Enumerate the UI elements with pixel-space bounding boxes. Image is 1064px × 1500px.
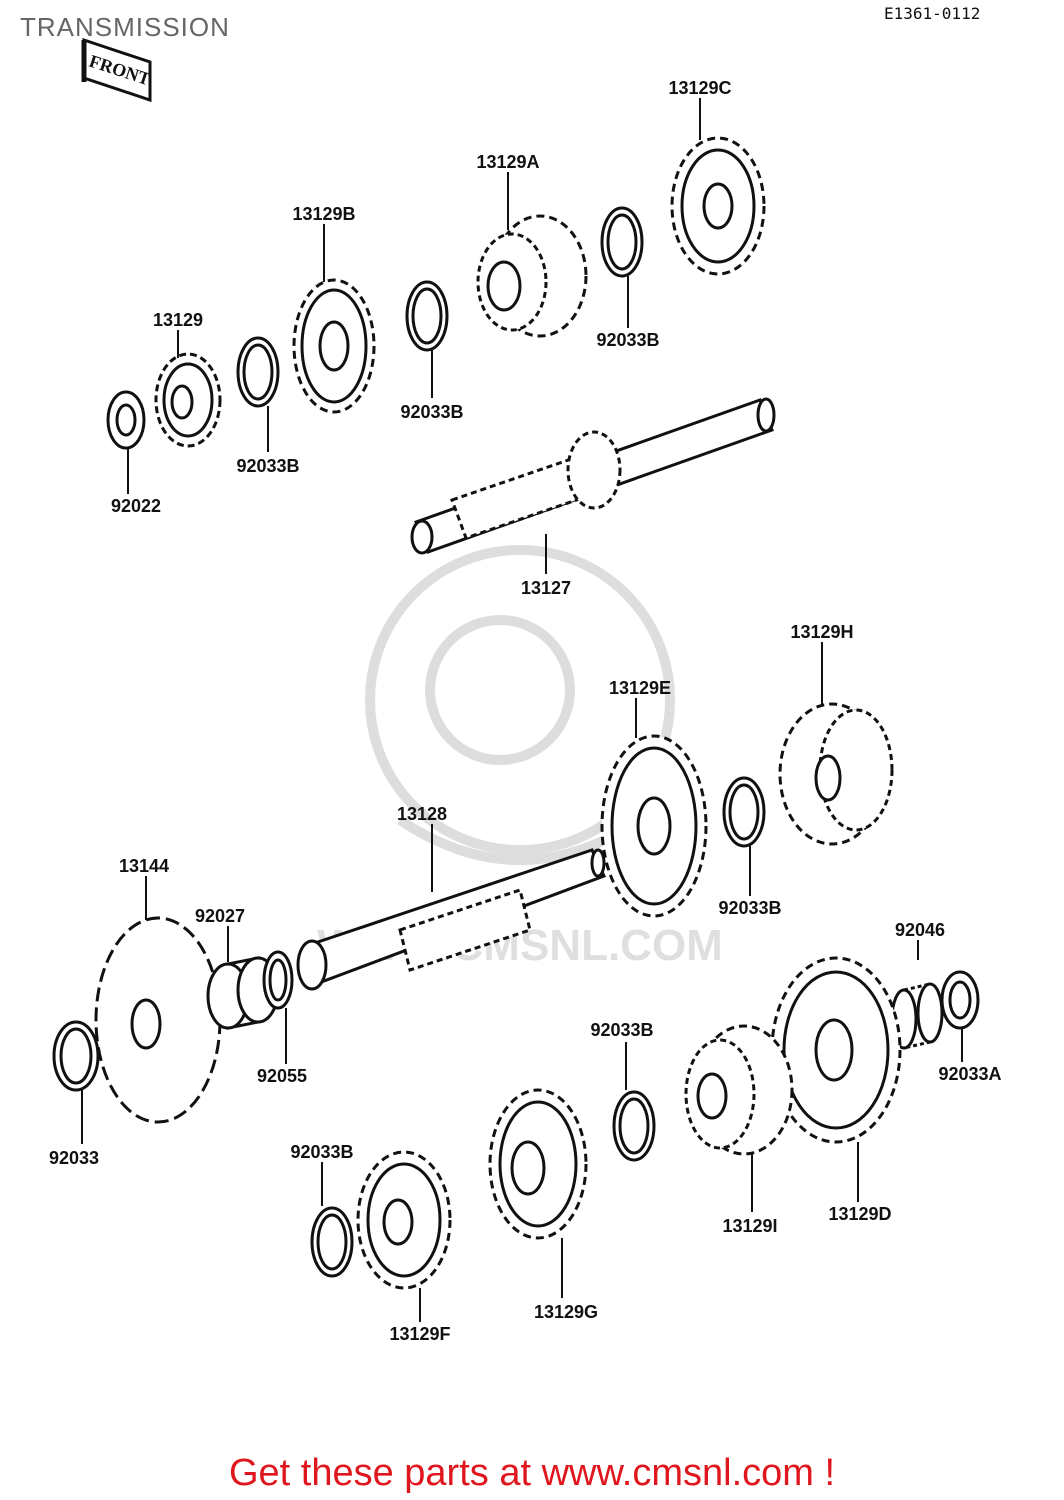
label-92033B-d: 92033B [718, 898, 781, 918]
label-13128: 13128 [397, 804, 447, 824]
collar-92027 [206, 956, 280, 1030]
label-92033B-a: 92033B [596, 330, 659, 350]
label-13129D: 13129D [828, 1204, 891, 1224]
label-92055: 92055 [257, 1066, 307, 1086]
label-92033B-f: 92033B [290, 1142, 353, 1162]
label-92022: 92022 [111, 496, 161, 516]
gear-13129C [670, 136, 766, 276]
gear-13129H [778, 702, 894, 846]
label-13129I: 13129I [722, 1216, 777, 1236]
label-92033B-c: 92033B [236, 456, 299, 476]
front-sign: FRONT [81, 37, 153, 103]
washer-92022 [106, 390, 146, 450]
label-92033B-b: 92033B [400, 402, 463, 422]
gear-13129E [600, 734, 708, 918]
drawing-code: E1361-0112 [884, 4, 981, 23]
label-92033B-e: 92033B [590, 1020, 653, 1040]
circlip-92033 [52, 1020, 100, 1092]
gear-13129I [684, 1024, 794, 1156]
circlip-92033B-2 [405, 280, 449, 352]
washer-92033A [940, 970, 980, 1030]
label-13129G: 13129G [534, 1302, 598, 1322]
label-13127: 13127 [521, 578, 571, 598]
footer-link[interactable]: Get these parts at www.cmsnl.com ! [228, 1452, 836, 1494]
label-13129A: 13129A [476, 152, 539, 172]
circlip-92033B-3 [600, 206, 644, 278]
gear-13129 [154, 352, 222, 448]
label-13129E: 13129E [609, 678, 671, 698]
circlip-92033B-4 [722, 776, 766, 848]
shaft-13127 [410, 397, 776, 555]
leader-lines [81, 98, 963, 1322]
shaft-13128 [296, 848, 607, 991]
label-13129F: 13129F [389, 1324, 450, 1344]
label-13129H: 13129H [790, 622, 853, 642]
label-13129B: 13129B [292, 204, 355, 224]
sprocket-13144 [94, 916, 222, 1124]
washer-92055 [262, 950, 294, 1010]
gear-13129F [356, 1150, 452, 1290]
gear-13129A [476, 214, 588, 338]
label-92046: 92046 [895, 920, 945, 940]
label-13129C: 13129C [668, 78, 731, 98]
gear-13129B [292, 278, 376, 414]
label-92033A: 92033A [938, 1064, 1001, 1084]
circlip-92033B-1 [236, 336, 280, 408]
label-13144: 13144 [119, 856, 169, 876]
label-92027: 92027 [195, 906, 245, 926]
circlip-92033B-5 [612, 1090, 656, 1162]
gear-13129G [488, 1088, 588, 1240]
gear-13129D [770, 956, 902, 1144]
diagram-title: TRANSMISSION [20, 12, 230, 42]
circlip-92033B-6 [310, 1206, 354, 1278]
label-13129: 13129 [153, 310, 203, 330]
label-92033: 92033 [49, 1148, 99, 1168]
part-labels: 13129C 13129A 13129B 13129 92033B 92033B… [49, 78, 1002, 1344]
